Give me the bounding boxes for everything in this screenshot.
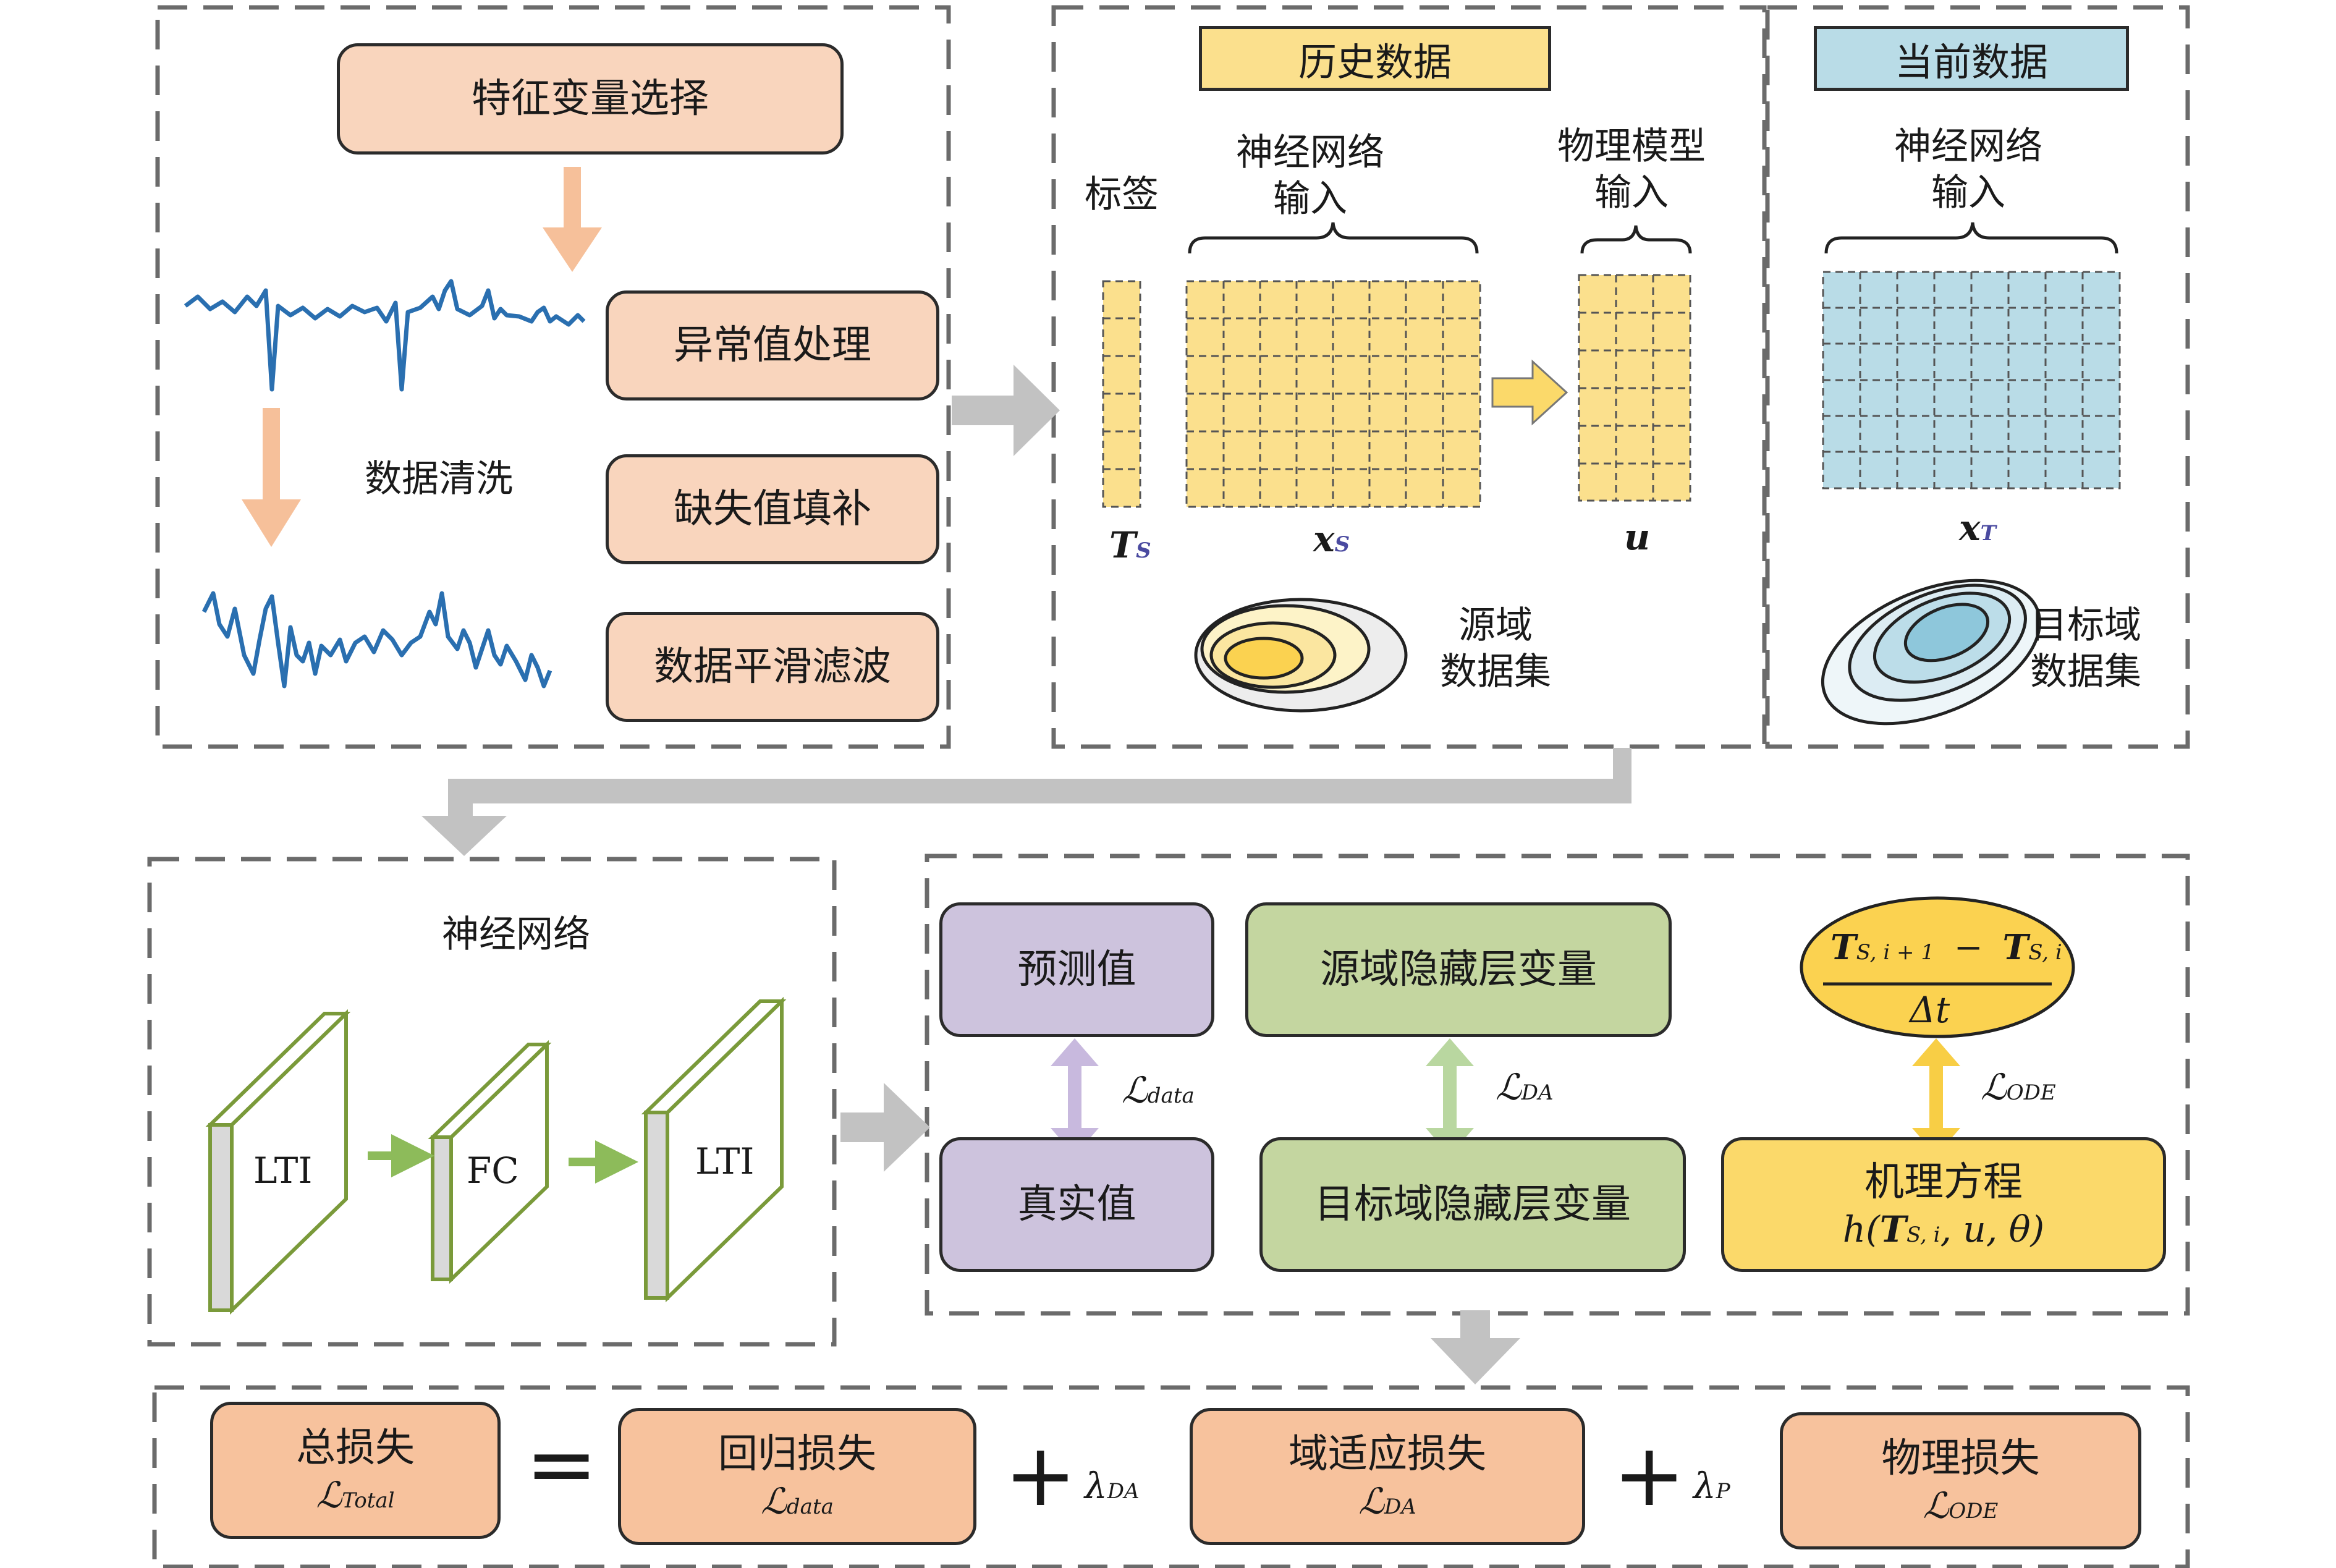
symbol-x-S: xS (1313, 518, 1350, 560)
loss-da-symbol: ℒDA (1496, 1066, 1554, 1108)
layer-lti-1-label: LTI (253, 1150, 313, 1192)
smoothing-box: 数据平滑滤波 (606, 612, 939, 722)
physics-loss-text: 物理损失 (1881, 1435, 2040, 1481)
loss-data-symbol: ℒdata (1122, 1069, 1195, 1111)
arrow-losses-to-total (1431, 1310, 1520, 1384)
label-text: 标签 (1085, 173, 1159, 216)
cleaned-signal-plot (201, 591, 552, 689)
source-hidden-box: 源域隐藏层变量 (1245, 902, 1672, 1037)
mechanism-equation-box: 机理方程 h(TS, i, u, θ) (1721, 1137, 2166, 1272)
layer-lti-2 (641, 996, 787, 1303)
mechanism-equation-formula: h(TS, i, u, θ) (1842, 1208, 2045, 1250)
physics-input-label: 物理模型 输入 (1557, 125, 1706, 214)
equals-sign: = (525, 1414, 598, 1515)
symbol-u: u (1624, 516, 1651, 558)
symbol-x-T: xT (1959, 507, 1996, 549)
predicted-value-text: 预测值 (1017, 947, 1136, 993)
history-title: 历史数据 (1298, 39, 1452, 85)
panel-current-data (1765, 5, 2190, 749)
actual-value-text: 真实值 (1017, 1182, 1136, 1227)
predicted-value-box: 预测值 (939, 902, 1214, 1037)
outlier-box: 异常值处理 (606, 290, 939, 400)
history-input-grid (1185, 280, 1481, 508)
target-domain-ellipses (1821, 578, 2042, 726)
fraction-numerator: TS, i + 1 − TS, i (1830, 927, 2062, 968)
brace-history-input (1188, 222, 1479, 254)
current-title: 当前数据 (1894, 39, 2048, 85)
label-column-grid (1102, 280, 1141, 508)
actual-value-box: 真实值 (939, 1137, 1214, 1272)
source-hidden-text: 源域隐藏层变量 (1320, 947, 1597, 993)
physics-loss-symbol: ℒODE (1923, 1484, 1999, 1527)
current-input-grid (1822, 271, 2121, 489)
target-domain-label: 目标域 数据集 (2030, 604, 2141, 693)
plus-sign-2: + (1613, 1425, 1686, 1526)
network-title: 神经网络 (442, 913, 590, 956)
source-domain-ellipses (1194, 598, 1408, 713)
layer-lti-2-label: LTI (695, 1140, 755, 1182)
history-title-tag: 历史数据 (1199, 26, 1551, 91)
target-hidden-box: 目标域隐藏层变量 (1259, 1137, 1686, 1272)
arrow-raw-to-cleaned (242, 408, 301, 547)
total-loss-text: 总损失 (296, 1425, 415, 1471)
regression-loss-symbol: ℒdata (761, 1480, 834, 1522)
total-loss-box: 总损失 ℒTotal (210, 1402, 501, 1539)
feature-selection-box: 特征变量选择 (337, 43, 844, 155)
symbol-T-S: TS (1109, 524, 1151, 566)
loss-ode-symbol: ℒODE (1981, 1066, 2056, 1108)
panel-losses (925, 854, 2190, 1316)
panel-history-data (1051, 5, 1767, 749)
physics-input-grid (1578, 274, 1691, 502)
target-hidden-text: 目标域隐藏层变量 (1314, 1182, 1631, 1227)
source-domain-label: 源域 数据集 (1440, 604, 1551, 693)
layer-fc (428, 1040, 552, 1284)
mechanism-equation-title: 机理方程 (1864, 1159, 2023, 1205)
outlier-text: 异常值处理 (674, 323, 871, 368)
feature-selection-text: 特征变量选择 (472, 76, 709, 122)
smoothing-text: 数据平滑滤波 (654, 644, 891, 690)
arrow-to-network (421, 748, 1631, 856)
missing-text: 缺失值填补 (674, 486, 871, 532)
layer-lti-1 (205, 1009, 351, 1315)
brace-current-input (1824, 222, 2118, 254)
physics-loss-box: 物理损失 ℒODE (1780, 1412, 2141, 1549)
regression-loss-text: 回归损失 (718, 1431, 876, 1477)
layer-fc-label: FC (467, 1150, 519, 1192)
panel-neural-network (147, 857, 837, 1347)
domain-adaptation-loss-box: 域适应损失 ℒDA (1190, 1408, 1585, 1545)
ode-difference-ellipse (1800, 896, 2075, 1038)
fraction-denominator: Δt (1910, 989, 1950, 1031)
current-title-tag: 当前数据 (1814, 26, 2129, 91)
arrow-to-history (952, 365, 1060, 456)
domain-adaptation-loss-symbol: ℒDA (1358, 1480, 1416, 1522)
plus-sign-1: + (1004, 1425, 1077, 1526)
missing-box: 缺失值填补 (606, 454, 939, 564)
panel-preprocessing (155, 5, 951, 749)
current-nn-input-label: 神经网络 输入 (1894, 125, 2042, 214)
panel-total-loss (152, 1385, 2190, 1568)
regression-loss-box: 回归损失 ℒdata (618, 1408, 976, 1545)
lambda-da-symbol: λDA (1085, 1465, 1140, 1507)
total-loss-symbol: ℒTotal (316, 1473, 395, 1516)
history-nn-input-label: 神经网络 输入 (1236, 131, 1384, 221)
domain-adaptation-loss-text: 域适应损失 (1289, 1431, 1486, 1477)
brace-physics-input (1580, 225, 1692, 254)
arrow-network-to-losses (840, 1083, 930, 1172)
arrow-to-physics-input (1491, 359, 1568, 426)
lambda-p-symbol: λP (1693, 1465, 1730, 1507)
raw-signal-plot (184, 279, 586, 392)
data-cleaning-label: 数据清洗 (365, 457, 513, 501)
arrow-feature-to-clean (543, 167, 602, 272)
